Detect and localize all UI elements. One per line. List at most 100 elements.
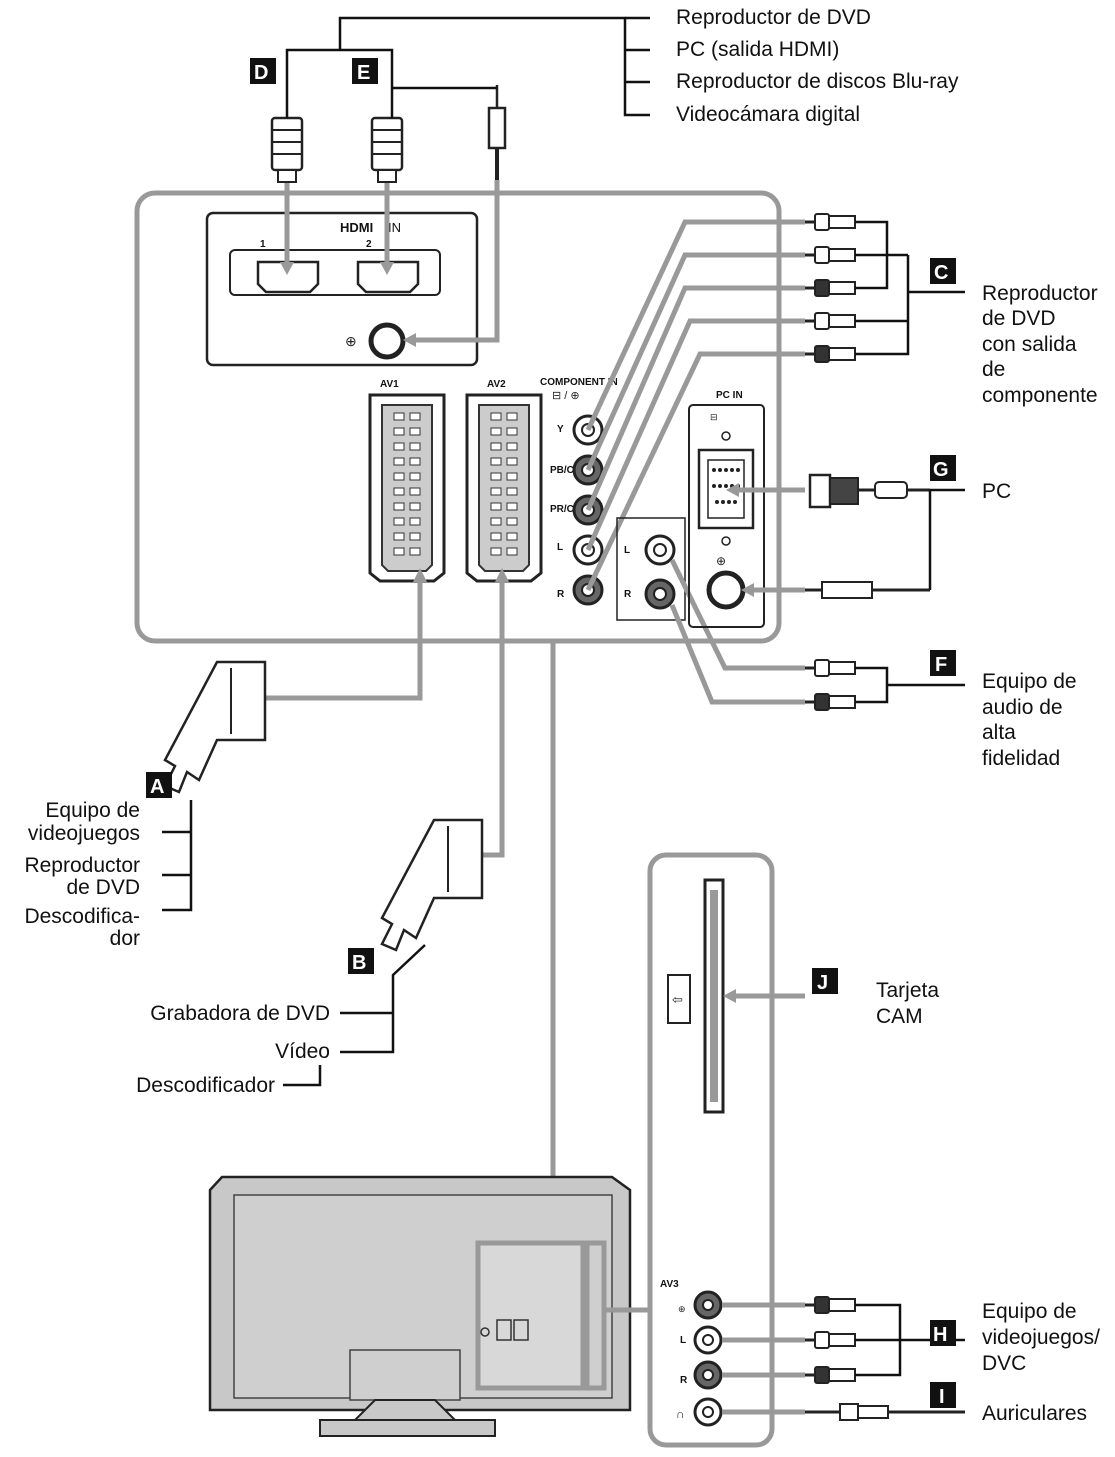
pc-audio-jack[interactable] [706, 570, 746, 610]
screw [721, 536, 731, 546]
jack-center [702, 1369, 714, 1381]
hdmi-port-2-label: 2 [366, 239, 372, 250]
scart-pin [393, 457, 405, 466]
hdmi-audio-jack[interactable] [368, 322, 406, 360]
callout-d: D [250, 58, 276, 84]
callout-a: A [146, 772, 172, 798]
av1-device-bracket [162, 800, 193, 912]
hdmi-port-frame [229, 249, 441, 296]
scart-pin [490, 472, 502, 481]
av1-device-dvd-1: Reproductor [24, 854, 140, 877]
component-l-label: L [557, 542, 563, 553]
scart-pin [490, 547, 502, 556]
scart-pin [393, 547, 405, 556]
scart-pin [409, 442, 421, 451]
vga-pin [715, 500, 719, 504]
vga-pin [724, 468, 728, 472]
scart-pin [409, 517, 421, 526]
svg-text:F: F [935, 654, 947, 676]
scart-pin [393, 442, 405, 451]
arrow-icon [403, 333, 416, 347]
scart-pin [490, 457, 502, 466]
rca-plug [805, 693, 856, 711]
av2-device-recorder: Grabadora de DVD [150, 1002, 330, 1025]
av3-video-icon: ⊕ [678, 1304, 686, 1314]
scart-pin [506, 487, 518, 496]
scart-pin [409, 547, 421, 556]
audio-cable-hdmi [410, 180, 500, 343]
scart-av2[interactable] [465, 393, 543, 583]
scart-pin [490, 412, 502, 421]
av2-device-bracket [340, 944, 426, 1054]
tv-rear [208, 1175, 632, 1437]
callout-c: C [930, 258, 956, 284]
scart-pin [393, 412, 405, 421]
scart-pin [506, 547, 518, 556]
hdmi-port-2[interactable] [356, 260, 420, 294]
headphones-label: Auriculares [982, 1402, 1087, 1425]
pc-audio-icon: ⊕ [716, 554, 726, 568]
rca-plugs [805, 213, 856, 1384]
scart-pin [506, 502, 518, 511]
component-cable-pb [585, 252, 805, 472]
headphones-icon: ∩ [676, 1407, 685, 1421]
vga-pin [712, 484, 716, 488]
scart-pin [490, 487, 502, 496]
hdmi-port-1-label: 1 [260, 239, 266, 250]
scart-pins [393, 412, 518, 556]
vga-pin [736, 468, 740, 472]
arrow-icon [495, 568, 509, 582]
rca-plug [805, 1331, 856, 1349]
av1-device-game-2: videojuegos [28, 822, 140, 845]
arrow-icon [413, 568, 427, 582]
av3-label: AV3 [660, 1279, 679, 1290]
scart-pin [506, 532, 518, 541]
arrow-icon [723, 989, 736, 1003]
audio-in-icon: ⊕ [345, 333, 357, 349]
component-y-label: Y [557, 424, 564, 435]
component-cable-l [585, 318, 805, 552]
rca-plug [805, 1296, 856, 1314]
av1-device-decoder-2: dor [110, 927, 140, 950]
component-device-3: con salida [982, 333, 1077, 356]
rca-plug [805, 213, 856, 231]
scart-pin [506, 517, 518, 526]
callout-h: H [930, 1320, 956, 1346]
svg-text:⇦: ⇦ [672, 992, 683, 1007]
callout-e: E [352, 58, 378, 84]
av3-device-2: videojuegos/ [982, 1326, 1100, 1349]
svg-text:C: C [934, 262, 948, 284]
hdmi-box [205, 211, 479, 367]
scart-pin [409, 502, 421, 511]
jack-center [653, 587, 667, 601]
av2-device-vcr: Vídeo [275, 1040, 330, 1063]
callout-i: I [930, 1382, 956, 1408]
hdmi-port-1[interactable] [256, 260, 320, 294]
component-label: COMPONENT IN [540, 377, 618, 388]
audio-out-wire [855, 666, 965, 704]
vga-pin [727, 500, 731, 504]
pc-audio-plug [805, 581, 930, 599]
hdmi-label: HDMI [340, 220, 373, 235]
scart-av1[interactable] [368, 393, 446, 583]
cam-label-2: CAM [876, 1005, 923, 1028]
jack-center [702, 1334, 714, 1346]
rca-plug [805, 659, 856, 677]
hifi-device-4: fidelidad [982, 747, 1060, 770]
arrow-icon [280, 262, 294, 275]
screw [721, 431, 731, 441]
hdmi-plug-d [270, 116, 304, 183]
scart-pin [409, 412, 421, 421]
component-audio-wire [855, 253, 910, 356]
vga-pin [733, 500, 737, 504]
scart-pin [409, 532, 421, 541]
svg-text:D: D [254, 62, 268, 84]
hdmi-in-label: IN [388, 220, 401, 235]
svg-text:B: B [352, 952, 366, 974]
av1-device-decoder-1: Descodifica- [24, 905, 140, 928]
vga-pin [721, 500, 725, 504]
jack-center [702, 1299, 714, 1311]
hifi-device-2: audio de [982, 696, 1063, 719]
scart-pin [506, 427, 518, 436]
callout-g: G [930, 455, 956, 481]
